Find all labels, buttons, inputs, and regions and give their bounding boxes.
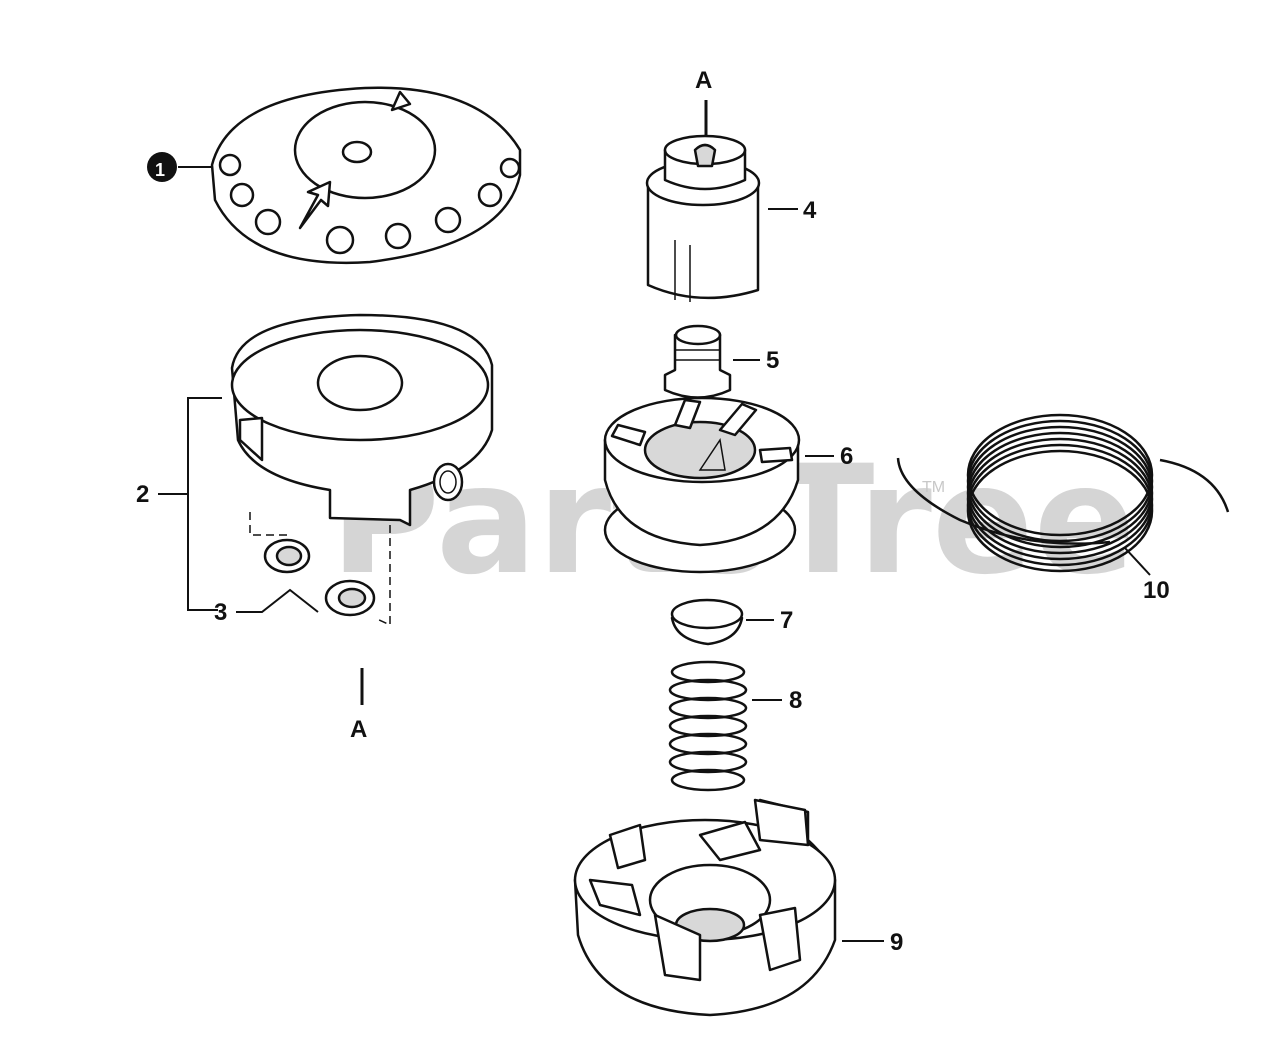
callout-6: 6 [840, 443, 853, 470]
callout-4: 4 [803, 197, 817, 224]
leader-10 [1124, 547, 1151, 576]
part-7-button[interactable] [670, 598, 744, 646]
callout-7: 7 [780, 607, 793, 634]
callout-1: 1 [155, 160, 165, 180]
part-8-spring[interactable] [668, 660, 748, 792]
eyelet-guide-left [249, 512, 290, 536]
part-1-marker-dot [147, 152, 177, 182]
part-3-eyelet-right[interactable] [324, 579, 376, 617]
part-4-adapter[interactable] [645, 134, 761, 302]
callout-3: 3 [214, 599, 227, 626]
callout-5: 5 [766, 347, 779, 374]
part-5-nut[interactable] [663, 324, 732, 399]
leader-3 [236, 588, 319, 613]
callout-2: 2 [136, 481, 149, 508]
section-marker-top: A [695, 67, 712, 94]
part-6-spool[interactable] [603, 396, 801, 574]
part-10-trimmer-line[interactable] [896, 413, 1230, 573]
watermark-trademark: TM [922, 479, 945, 496]
callout-9: 9 [890, 929, 903, 956]
leader-2 [187, 397, 222, 611]
section-marker-bottom: A [350, 716, 367, 743]
part-3-eyelet-left[interactable] [263, 538, 311, 574]
callout-10: 10 [1143, 577, 1170, 604]
callout-8: 8 [789, 687, 802, 714]
part-2-housing[interactable] [230, 313, 494, 527]
part-1-head-cap[interactable] [210, 86, 522, 264]
eyelet-guide-right [374, 525, 391, 627]
part-9-base[interactable] [573, 798, 837, 1017]
